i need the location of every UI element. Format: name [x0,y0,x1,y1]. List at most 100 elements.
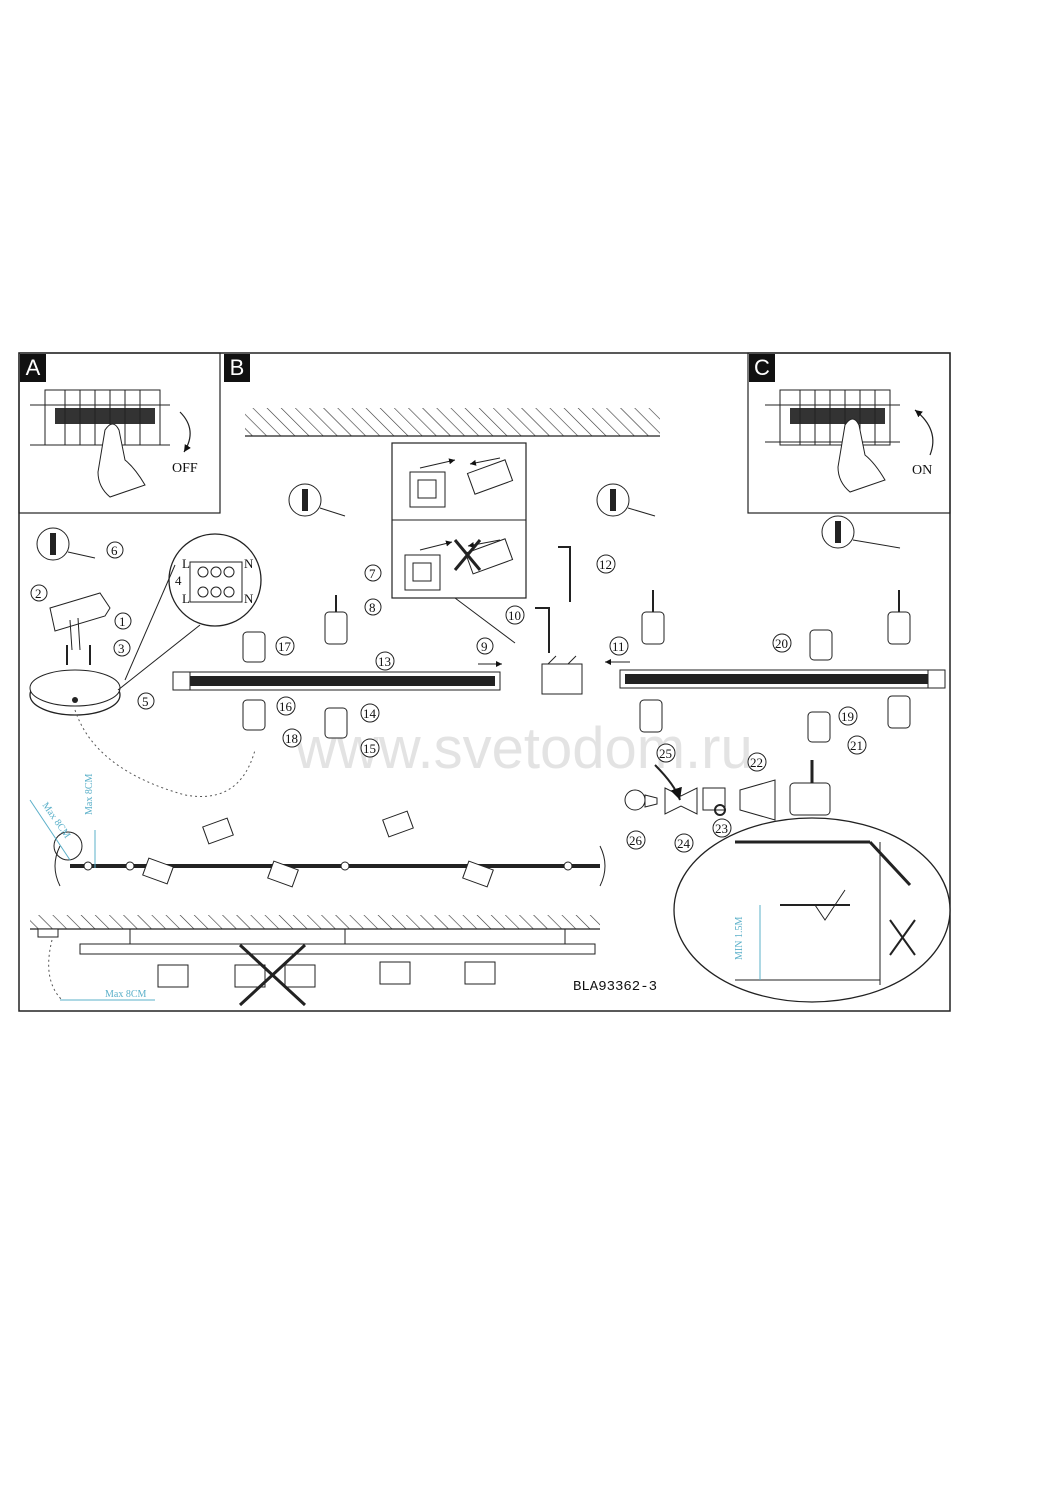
hand-icon [837,418,886,493]
ceiling-hatch [30,915,600,929]
step-number: 5 [137,692,155,710]
min-distance-detail [673,817,951,1003]
panel-letter-c: C [749,354,775,382]
step-number: 15 [360,738,380,758]
switch-on-arrow-icon [914,409,934,456]
model-code: BLA93362-3 [573,979,657,995]
svg-text:8: 8 [369,600,376,615]
step-number: 9 [476,637,494,655]
step-number: 23 [712,818,732,838]
panel-c-box [747,352,951,514]
min-1-5m-label: MIN 1.5M [734,917,745,960]
connector-icon [541,655,583,695]
circuit-breaker-icon [30,389,170,446]
step-number: 10 [505,605,525,625]
step-number: 19 [838,706,858,726]
hex-key-icon [558,546,571,602]
terminal-label-n: N [244,556,254,571]
cross-out-icon [453,539,482,571]
track-rail-icon [619,669,946,689]
svg-text:14: 14 [363,706,377,721]
installed-track-row [53,810,606,888]
mounting-bracket [49,592,111,632]
max-8cm-label: Max 8CM [84,774,95,816]
step-number: 6 [106,541,124,559]
step-number: 8 [364,598,382,616]
step-number: 18 [282,728,302,748]
lamp-assembly [624,760,831,821]
step-number: 3 [113,639,131,657]
hex-key-icon [535,607,550,653]
terminal-label-l: L [182,591,190,606]
svg-text:22: 22 [750,755,763,770]
panel-letter-b: B [224,354,250,382]
on-label: ON [912,463,932,478]
svg-text:15: 15 [363,741,376,756]
svg-text:12: 12 [599,557,612,572]
wall-plug-icon [821,515,901,549]
instruction-frame [18,352,951,1012]
step-number: 24 [674,833,694,853]
track-rail-icon [172,671,501,691]
svg-text:24: 24 [677,836,691,851]
step-number: 17 [275,636,295,656]
step-number: 22 [747,752,767,772]
step-number: 26 [626,830,646,850]
step-number: 7 [364,564,382,582]
svg-text:6: 6 [111,543,118,558]
svg-text:7: 7 [369,566,376,581]
svg-text:2: 2 [35,586,42,601]
svg-text:25: 25 [659,746,672,761]
svg-text:5: 5 [142,694,149,709]
svg-text:3: 3 [118,641,125,656]
step-number: 13 [375,651,395,671]
bulb-icon [624,789,646,811]
step-number: 11 [609,636,629,656]
wire-dotted [48,939,63,1001]
max-8cm-label: Max 8CM [40,800,73,840]
terminal-label-l: L [182,556,190,571]
max-8cm-label: Max 8CM [105,989,147,1000]
svg-text:17: 17 [278,639,292,654]
panel-letter-a: A [20,354,46,382]
svg-text:11: 11 [612,639,625,654]
svg-text:18: 18 [285,731,298,746]
wall-plug-icon [288,483,346,517]
step-number: 16 [276,696,296,716]
wall-plug-icon [596,483,656,517]
terminal-label-n: N [244,591,254,606]
spotlight-icon [242,590,911,743]
svg-text:13: 13 [378,654,391,669]
wire-dotted [74,709,256,797]
cross-out-icon [889,919,916,956]
step-number: 12 [596,554,616,574]
step-number: 2 [30,584,48,602]
switch-off-arrow-icon [179,411,191,453]
circuit-breaker-icon [765,389,900,446]
svg-text:21: 21 [850,738,863,753]
connector-detail [391,442,527,644]
terminal-block-detail [117,533,262,691]
screw-icon [66,645,91,665]
off-label: OFF [172,461,198,476]
hand-icon [97,423,146,498]
cross-out-icon [238,943,307,1007]
installed-track-row [37,928,596,1007]
step-number: 14 [360,703,380,723]
step-number: 1 [114,612,132,630]
svg-text:1: 1 [119,614,126,629]
svg-text:26: 26 [629,833,643,848]
terminal-label-4: 4 [175,573,182,588]
ceiling-hatch [245,408,660,436]
step-number: 25 [656,743,676,763]
step-number: 21 [847,735,867,755]
svg-text:23: 23 [715,821,728,836]
svg-text:19: 19 [841,709,854,724]
svg-text:9: 9 [481,639,488,654]
wall-plug-icon [36,527,96,561]
panel-a-box [18,352,221,514]
svg-text:16: 16 [279,699,293,714]
step-number: 20 [772,633,792,653]
svg-text:10: 10 [508,608,521,623]
